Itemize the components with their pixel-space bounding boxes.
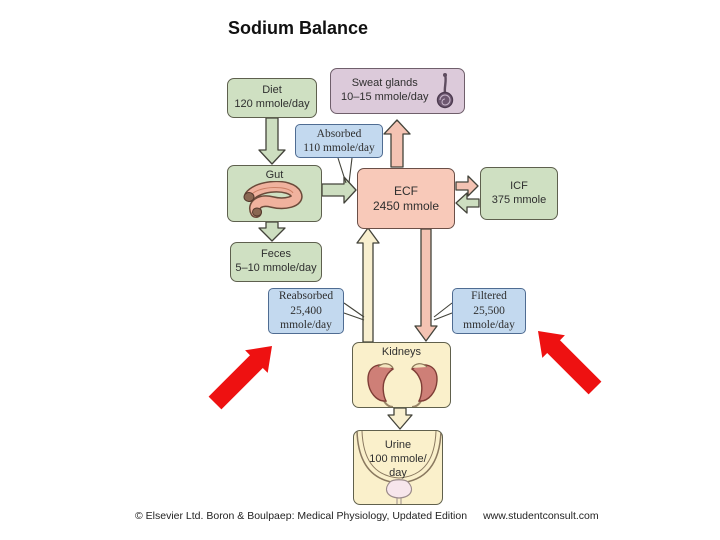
filtered-callout-pointer bbox=[433, 302, 453, 321]
arrow-icf-to-ecf bbox=[455, 192, 480, 214]
reabsorbed-callout-pointer bbox=[343, 302, 365, 321]
feces-box: Feces 5–10 mmole/day bbox=[230, 242, 322, 282]
sweat-glands-label: Sweat glands bbox=[351, 77, 418, 90]
filtered-value: 25,500 bbox=[473, 304, 505, 317]
attribution-credit: © Elsevier Ltd. Boron & Boulpaep: Medica… bbox=[135, 510, 468, 522]
attribution-url: www.studentconsult.com bbox=[483, 510, 599, 522]
absorbed-callout-pointer bbox=[337, 157, 353, 184]
icf-label: ICF bbox=[510, 179, 528, 192]
gut-box: Gut bbox=[227, 165, 322, 222]
arrow-kidneys-to-ecf-reabsorbed bbox=[356, 227, 380, 343]
kidneys-label: Kidneys bbox=[381, 346, 422, 358]
sweat-gland-icon bbox=[437, 73, 454, 109]
icf-value: 375 mmole bbox=[491, 193, 547, 206]
gut-label: Gut bbox=[265, 169, 284, 181]
urine-label: Urine bbox=[384, 439, 412, 451]
kidneys-icon bbox=[367, 363, 438, 407]
filtered-unit: mmole/day bbox=[463, 319, 515, 332]
reabsorbed-callout-box: Reabsorbed 25,400 mmole/day bbox=[268, 288, 344, 334]
intestine-icon bbox=[243, 181, 303, 218]
diet-value: 120 mmole/day bbox=[234, 98, 310, 110]
reabsorbed-label: Reabsorbed bbox=[278, 290, 334, 303]
diet-label: Diet bbox=[262, 84, 282, 97]
ecf-label: ECF bbox=[394, 183, 418, 198]
arrow-ecf-to-kidneys-filtered bbox=[414, 228, 438, 342]
filtered-callout-box: Filtered 25,500 mmole/day bbox=[452, 288, 526, 334]
icf-box: ICF 375 mmole bbox=[480, 167, 558, 220]
feces-value: 5–10 mmole/day bbox=[235, 262, 317, 274]
red-arrow-left-icon bbox=[208, 346, 272, 410]
arrow-ecf-to-icf bbox=[455, 175, 479, 197]
attribution: © Elsevier Ltd. Boron & Boulpaep: Medica… bbox=[135, 510, 599, 522]
absorbed-callout-box: Absorbed 110 mmole/day bbox=[295, 124, 383, 158]
ecf-value: 2450 mmole bbox=[372, 198, 440, 213]
absorbed-value: 110 mmole/day bbox=[303, 142, 375, 154]
arrow-gut-to-ecf bbox=[321, 176, 357, 204]
sweat-glands-box: Sweat glands 10–15 mmole/day bbox=[330, 68, 465, 114]
urine-value: 100 mmole/ bbox=[369, 452, 427, 465]
reabsorbed-unit: mmole/day bbox=[280, 319, 332, 332]
arrow-kidneys-to-urine bbox=[387, 407, 413, 430]
arrow-ecf-to-sweat-glands bbox=[383, 119, 411, 168]
arrow-diet-to-gut bbox=[258, 117, 286, 165]
diet-box: Diet 120 mmole/day bbox=[227, 78, 317, 118]
feces-label: Feces bbox=[261, 248, 291, 261]
red-arrow-right-icon bbox=[538, 331, 602, 395]
ecf-box: ECF 2450 mmole bbox=[357, 168, 455, 229]
urine-unit: day bbox=[389, 466, 407, 479]
filtered-label: Filtered bbox=[471, 290, 507, 303]
urine-box: Urine 100 mmole/ day bbox=[353, 430, 443, 505]
absorbed-label: Absorbed bbox=[316, 127, 362, 140]
reabsorbed-value: 25,400 bbox=[290, 304, 322, 317]
arrow-gut-to-feces bbox=[258, 221, 286, 242]
slide-title: Sodium Balance bbox=[228, 18, 369, 38]
kidneys-box: Kidneys bbox=[352, 342, 451, 408]
sweat-glands-value: 10–15 mmole/day bbox=[341, 91, 429, 103]
